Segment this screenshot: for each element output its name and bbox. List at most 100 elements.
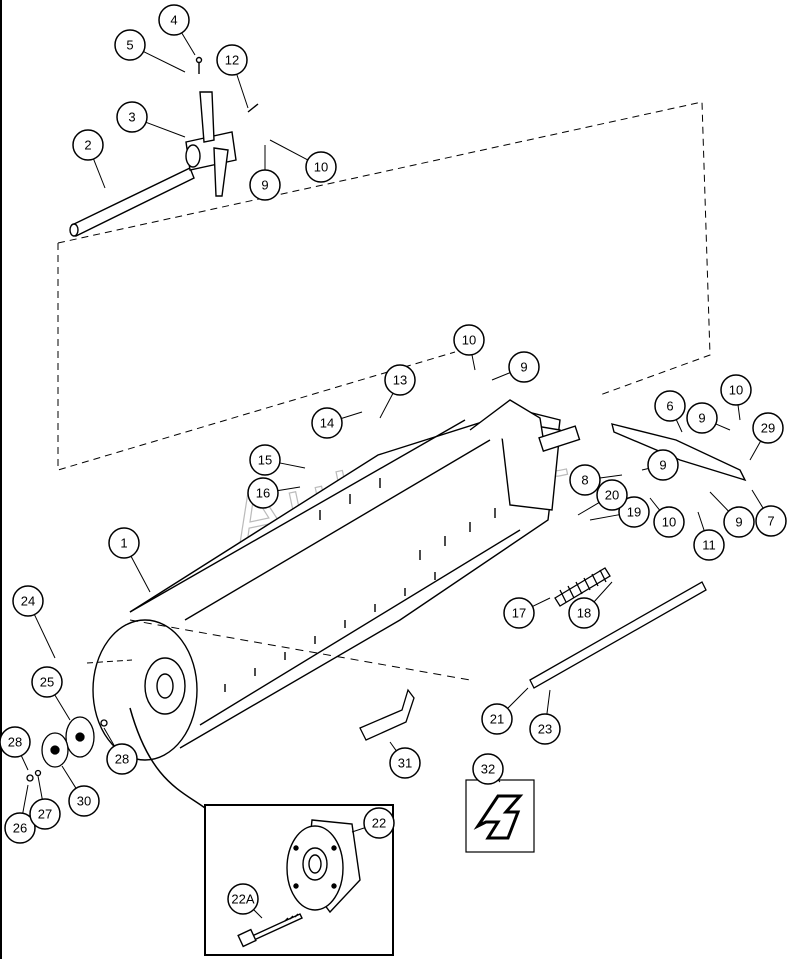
assembly-dash-outline <box>57 101 711 471</box>
leader-c16 <box>277 486 301 492</box>
callout-bubble-c8 <box>569 464 601 496</box>
callout-label-c27: 27 <box>38 807 52 822</box>
callout-label-c29: 29 <box>761 421 775 436</box>
callout-label-c23: 23 <box>538 722 552 737</box>
leader-c26 <box>22 784 29 814</box>
callout-label-c7: 7 <box>767 514 774 529</box>
decal-logo <box>473 794 524 840</box>
callout-label-c24: 24 <box>21 594 35 609</box>
leader-c28b <box>103 727 115 747</box>
leader-c1 <box>130 556 151 593</box>
callout-bubble-c17 <box>503 597 535 629</box>
callout-bubble-c9a <box>508 351 540 383</box>
callout-label-c8: 8 <box>581 473 588 488</box>
leader-c28a <box>20 755 29 771</box>
leader-c4 <box>181 32 196 56</box>
leader-c19 <box>589 514 620 521</box>
leader-c22 <box>351 827 365 833</box>
callout-bubble-c16 <box>247 477 279 509</box>
inset-leader <box>129 707 206 809</box>
callout-label-c11: 11 <box>702 538 716 553</box>
callout-bubble-c26 <box>4 812 36 844</box>
leader-c9a <box>491 372 511 381</box>
callout-bubble-c20 <box>596 479 628 511</box>
flywheel-22 <box>286 819 361 914</box>
leader-c6 <box>675 419 683 433</box>
shaft <box>71 167 195 237</box>
callout-label-c3: 3 <box>128 110 135 125</box>
callout-bubble-c24 <box>12 585 44 617</box>
page-edge <box>0 0 2 959</box>
callout-label-c15: 15 <box>258 453 272 468</box>
callout-bubble-c15 <box>249 444 281 476</box>
leader-c10d <box>649 497 661 511</box>
callout-bubble-c30 <box>68 785 100 817</box>
rotor-drum <box>92 399 747 761</box>
callout-label-c9c: 9 <box>698 411 705 426</box>
leader-c2 <box>93 158 106 189</box>
callout-bubble-c10a <box>453 324 485 356</box>
callout-label-c20: 20 <box>605 488 619 503</box>
callout-bubble-c11 <box>693 529 725 561</box>
callout-label-c18: 18 <box>577 606 591 621</box>
callout-label-c10a: 10 <box>462 333 476 348</box>
leader-c27 <box>37 775 43 800</box>
callout-label-c12: 12 <box>225 53 239 68</box>
leader-c7 <box>751 489 764 509</box>
callout-label-c25: 25 <box>40 675 54 690</box>
callout-label-c16: 16 <box>256 486 270 501</box>
callout-bubble-c28a <box>0 726 31 758</box>
callout-label-c10d: 10 <box>662 515 676 530</box>
leader-c18 <box>593 581 613 603</box>
callout-bubble-c27 <box>29 798 61 830</box>
callout-bubble-c29 <box>752 412 784 444</box>
callout-bubble-c22a <box>227 883 259 915</box>
leader-c12 <box>236 74 249 109</box>
callout-label-c10c: 10 <box>729 383 743 398</box>
leader-c9e <box>709 491 729 512</box>
callout-label-c9d: 9 <box>659 458 666 473</box>
hub-parts <box>26 716 108 782</box>
leader-c14 <box>341 411 363 419</box>
callout-bubble-c1 <box>108 527 140 559</box>
callout-label-c22a: 22A <box>231 892 254 907</box>
leader-c8 <box>599 474 623 479</box>
callout-label-c31: 31 <box>398 756 412 771</box>
callout-bubble-c13 <box>384 364 416 396</box>
callout-label-c9a: 9 <box>520 360 527 375</box>
callout-label-c28a: 28 <box>8 735 22 750</box>
callout-bubble-c14 <box>311 407 343 439</box>
callout-bubble-c31 <box>389 747 421 779</box>
callout-bubble-c6 <box>654 390 686 422</box>
callout-bubble-c25 <box>31 666 63 698</box>
callout-bubble-c4 <box>158 4 190 36</box>
callout-bubble-c2 <box>72 129 104 161</box>
rotor-teeth <box>224 478 496 692</box>
callout-label-c6: 6 <box>666 399 673 414</box>
callout-bubble-c3 <box>116 101 148 133</box>
callout-label-c28b: 28 <box>115 752 129 767</box>
callout-bubble-c9c <box>686 402 718 434</box>
leader-c31 <box>389 741 397 752</box>
leader-c10c <box>737 404 741 421</box>
callout-label-c17: 17 <box>512 606 526 621</box>
shaft-assembly <box>69 56 259 237</box>
part-31 <box>359 688 415 741</box>
callout-bubble-c19 <box>618 496 650 528</box>
leader-c9d <box>641 467 649 471</box>
callout-bubble-c9b <box>249 169 281 201</box>
leader-c3 <box>145 121 186 138</box>
leader-c10b <box>269 139 308 161</box>
bolt-22a <box>237 913 303 948</box>
callout-bubble-c23 <box>529 713 561 745</box>
callout-label-c1: 1 <box>120 536 127 551</box>
callout-bubble-c10b <box>305 151 337 183</box>
callout-bubble-c21 <box>481 703 513 735</box>
callout-label-c32: 32 <box>481 762 495 777</box>
leader-c24 <box>33 614 56 659</box>
leader-c17 <box>532 597 551 607</box>
callout-label-c10b: 10 <box>314 160 328 175</box>
leader-c23 <box>546 689 551 715</box>
leader-lines <box>20 32 764 919</box>
